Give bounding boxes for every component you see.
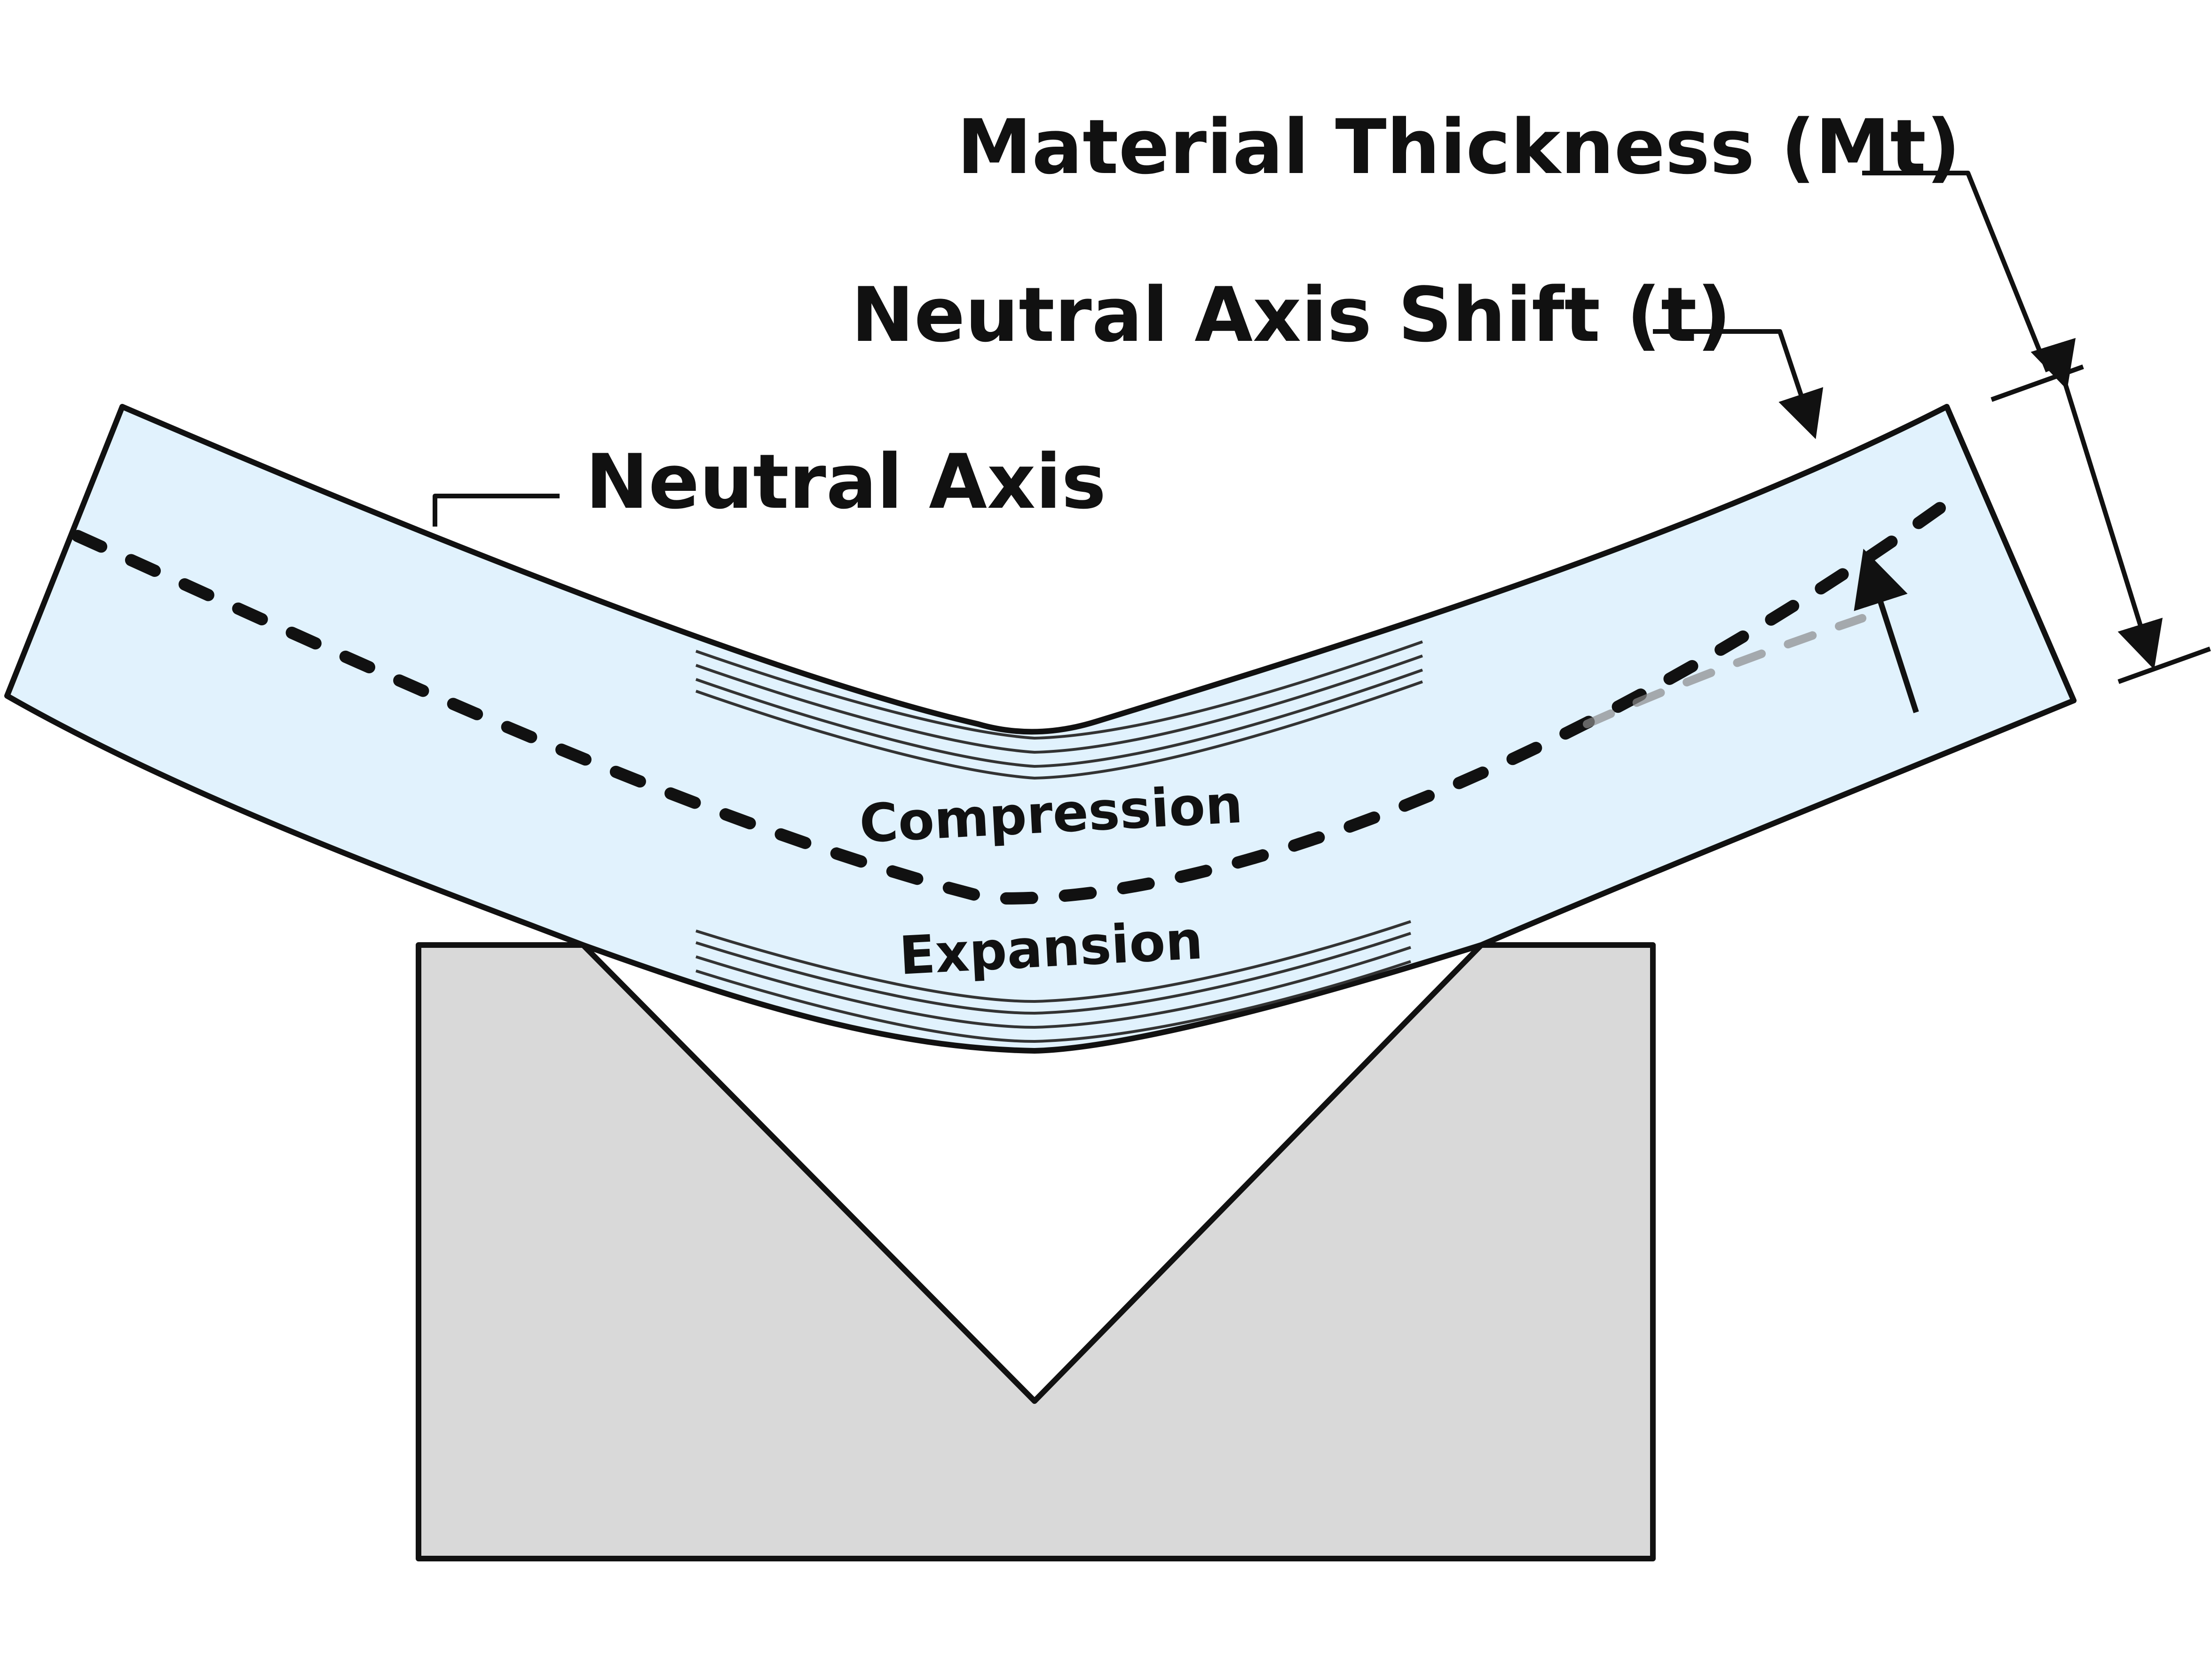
neutral-axis-shift-label: Neutral Axis Shift (t) <box>851 271 1731 359</box>
neutral-axis-line <box>71 497 1953 905</box>
material-thickness-label: Material Thickness (Mt) <box>957 103 1960 191</box>
shift-arrow <box>1854 549 1919 713</box>
expansion-lines <box>695 920 1411 1043</box>
compression-lines <box>695 640 1423 780</box>
thickness-tick-bottom <box>2117 646 2211 684</box>
original-axis-line <box>1583 614 1866 728</box>
neutral-axis-shift-leader <box>1653 329 1824 439</box>
neutral-axis-label: Neutral Axis <box>585 438 1106 526</box>
thickness-dimension-arrow <box>2030 338 2163 670</box>
material-thickness-leader <box>1862 171 2050 372</box>
bent-sheet <box>4 404 2077 1054</box>
neutral-axis-leader <box>433 494 560 527</box>
v-die <box>416 942 1656 1561</box>
